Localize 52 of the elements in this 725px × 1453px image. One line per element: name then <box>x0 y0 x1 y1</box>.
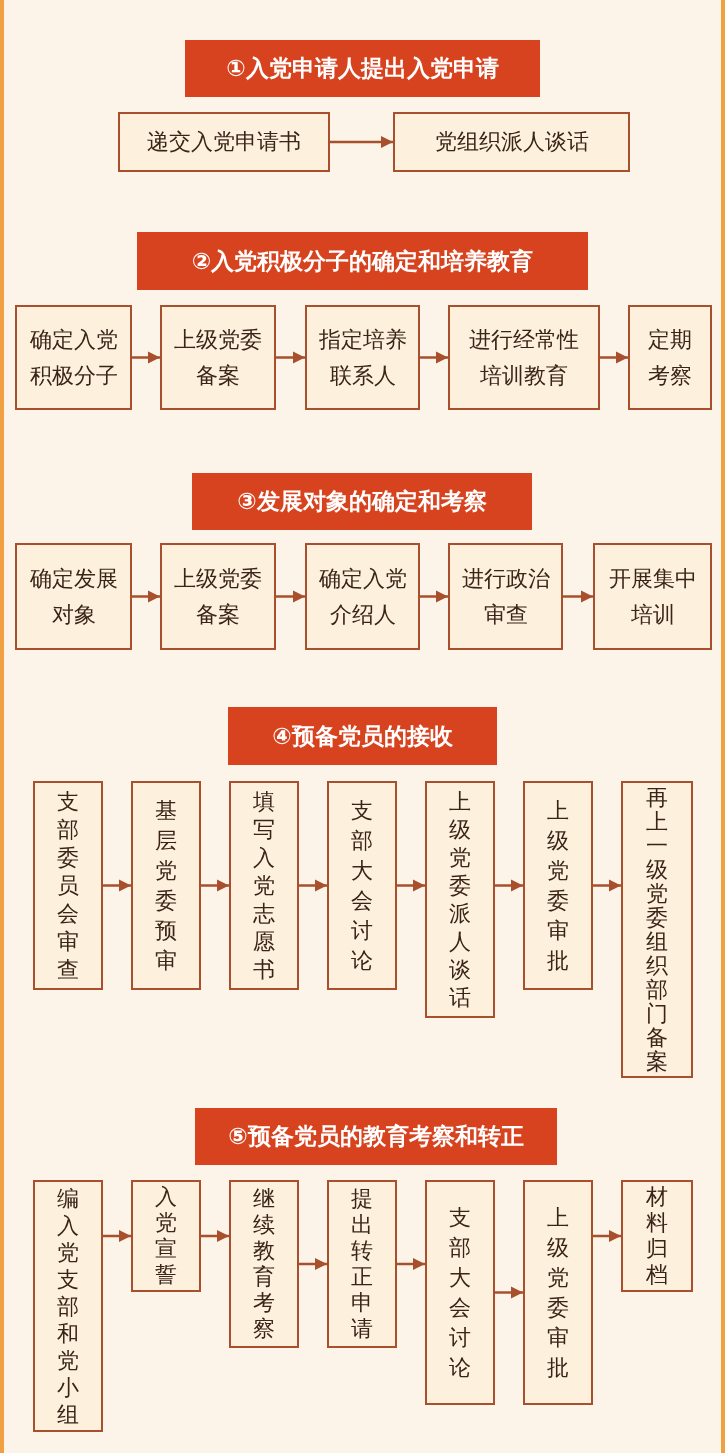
step-box: 上级党委派人谈话 <box>425 781 495 1018</box>
arrow <box>201 1229 229 1243</box>
arrow <box>420 590 448 603</box>
title-banner: ②入党积极分子的确定和培养教育 <box>137 232 588 290</box>
step-box: 上级党委备案 <box>160 305 276 410</box>
arrow <box>330 135 393 149</box>
step-box: 填写入党志愿书 <box>229 781 299 990</box>
arrow <box>420 351 448 364</box>
step-box: 支部委员会审查 <box>33 781 103 990</box>
title-banner: ①入党申请人提出入党申请 <box>185 40 540 97</box>
step-box: 上级党委审批 <box>523 781 593 990</box>
step-box: 指定培养联系人 <box>305 305 420 410</box>
arrow <box>495 879 523 892</box>
step-box: 提出转正申请 <box>327 1180 397 1348</box>
arrow <box>593 879 621 892</box>
step-box: 开展集中培训 <box>593 543 712 650</box>
step-box: 材料归档 <box>621 1180 693 1292</box>
arrow <box>276 590 305 603</box>
step-box: 定期考察 <box>628 305 712 410</box>
step-box: 确定发展对象 <box>15 543 132 650</box>
step-box: 编入党支部和党小组 <box>33 1180 103 1432</box>
arrow <box>299 879 327 892</box>
arrow <box>132 351 160 364</box>
arrow <box>495 1286 523 1299</box>
arrow <box>299 1257 327 1271</box>
arrow <box>397 879 425 892</box>
step-box: 继续教育考察 <box>229 1180 299 1348</box>
arrow <box>103 879 131 892</box>
title-banner: ④预备党员的接收 <box>228 707 497 765</box>
arrow <box>132 590 160 603</box>
arrow <box>593 1229 621 1243</box>
step-box: 支部大会讨论 <box>425 1180 495 1405</box>
title-banner: ⑤预备党员的教育考察和转正 <box>195 1108 557 1165</box>
step-box: 进行政治审查 <box>448 543 563 650</box>
step-box: 入党宣誓 <box>131 1180 201 1292</box>
step-box: 进行经常性培训教育 <box>448 305 600 410</box>
step-box: 确定入党积极分子 <box>15 305 132 410</box>
step-box: 确定入党介绍人 <box>305 543 420 650</box>
arrow <box>397 1257 425 1271</box>
arrow <box>103 1229 131 1243</box>
step-box: 上级党委备案 <box>160 543 276 650</box>
step-box: 党组织派人谈话 <box>393 112 630 172</box>
step-box: 递交入党申请书 <box>118 112 330 172</box>
arrow <box>600 351 628 364</box>
arrow <box>201 879 229 892</box>
title-banner: ③发展对象的确定和考察 <box>192 473 532 530</box>
step-box: 上级党委审批 <box>523 1180 593 1405</box>
arrow <box>563 590 593 603</box>
arrow <box>276 351 305 364</box>
step-box: 再上一级党委组织部门备案 <box>621 781 693 1078</box>
step-box: 支部大会讨论 <box>327 781 397 990</box>
step-box: 基层党委预审 <box>131 781 201 990</box>
